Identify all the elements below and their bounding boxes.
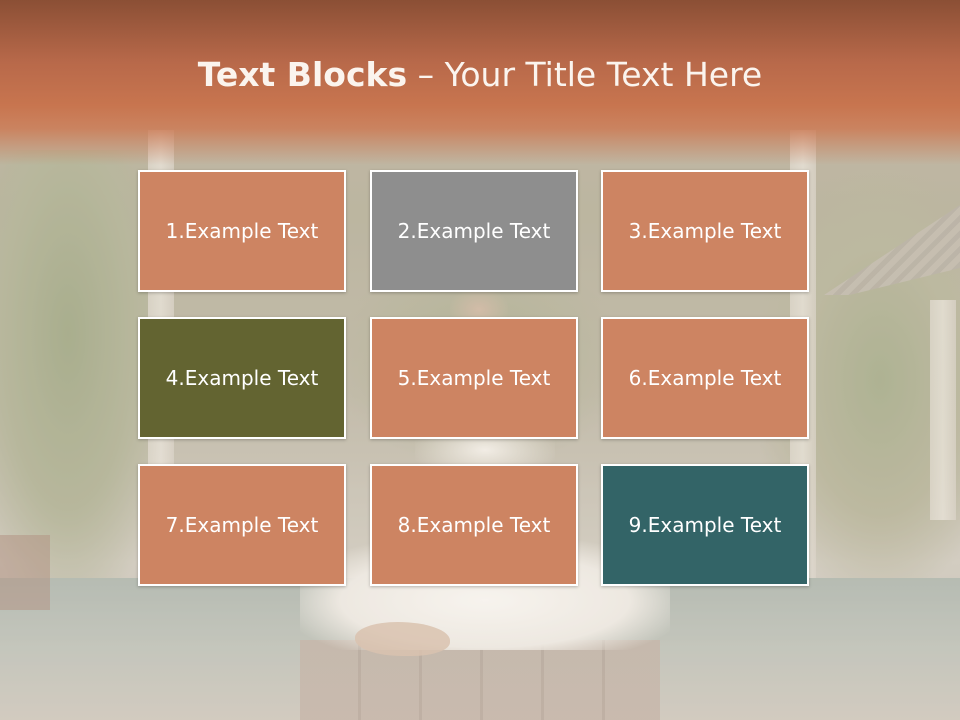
text-block-9-label: 9.Example Text (628, 513, 782, 537)
text-block-6[interactable]: 6.Example Text (601, 317, 809, 439)
text-block-6-label: 6.Example Text (628, 366, 782, 390)
text-block-2-label: 2.Example Text (397, 219, 551, 243)
text-block-4[interactable]: 4.Example Text (138, 317, 346, 439)
text-block-5-label: 5.Example Text (397, 366, 551, 390)
text-block-4-label: 4.Example Text (165, 366, 319, 390)
text-block-9[interactable]: 9.Example Text (601, 464, 809, 586)
text-block-7[interactable]: 7.Example Text (138, 464, 346, 586)
text-block-1[interactable]: 1.Example Text (138, 170, 346, 292)
text-block-1-label: 1.Example Text (165, 219, 319, 243)
title-band: Text Blocks – Your Title Text Here (0, 0, 960, 165)
text-block-3[interactable]: 3.Example Text (601, 170, 809, 292)
text-block-5[interactable]: 5.Example Text (370, 317, 578, 439)
text-block-2[interactable]: 2.Example Text (370, 170, 578, 292)
title-dash: – (407, 55, 445, 94)
title-rest-part: Your Title Text Here (444, 55, 763, 94)
text-block-8-label: 8.Example Text (397, 513, 551, 537)
slide-title[interactable]: Text Blocks – Your Title Text Here (0, 52, 960, 98)
text-block-3-label: 3.Example Text (628, 219, 782, 243)
title-bold-part: Text Blocks (197, 55, 408, 94)
text-block-8[interactable]: 8.Example Text (370, 464, 578, 586)
text-block-7-label: 7.Example Text (165, 513, 319, 537)
